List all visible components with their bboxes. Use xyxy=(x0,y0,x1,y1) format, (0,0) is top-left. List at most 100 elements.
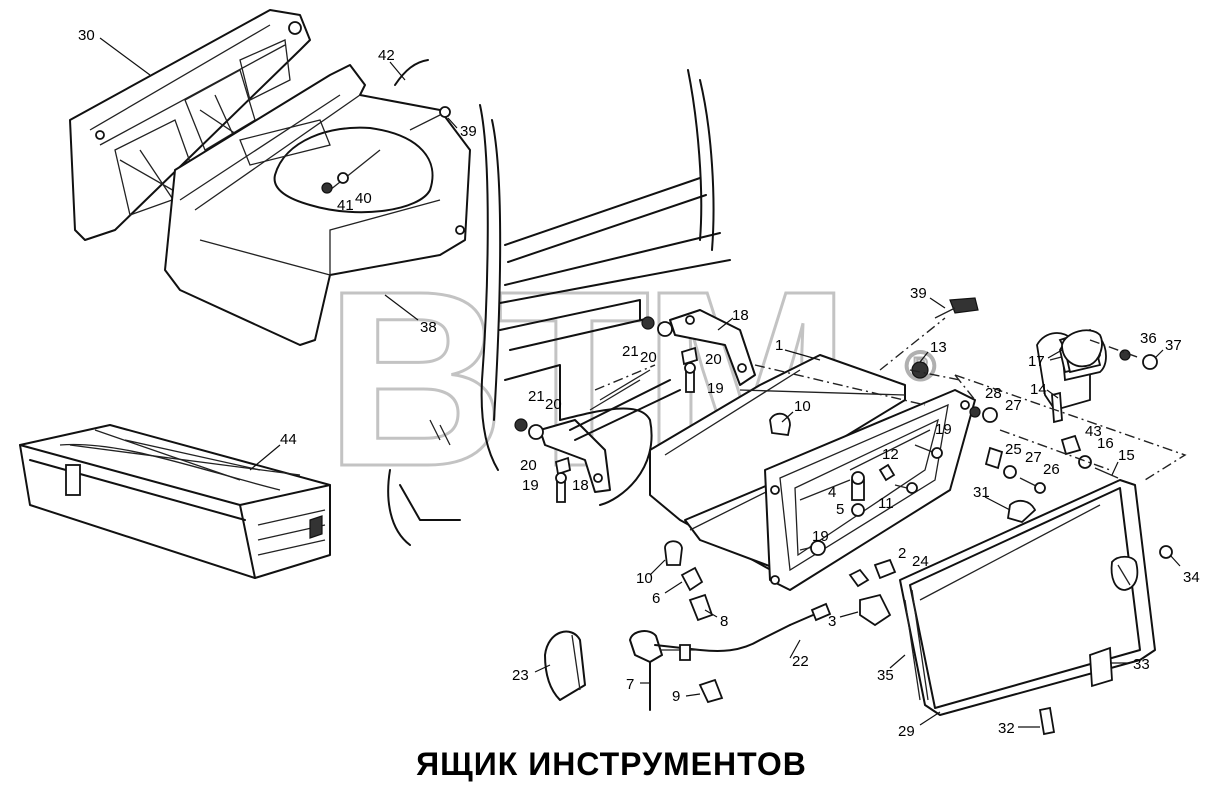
svg-text:32: 32 xyxy=(998,720,1015,737)
svg-text:2: 2 xyxy=(898,545,906,562)
part-29-door-panel xyxy=(899,479,1156,716)
svg-text:31: 31 xyxy=(973,484,990,501)
callout-30: 30 xyxy=(78,27,151,76)
callout-19a: 19 xyxy=(707,380,724,397)
callout-4: 4 xyxy=(828,484,836,501)
callout-41: 41 xyxy=(337,197,354,214)
washer-40 xyxy=(337,172,349,184)
callout-40: 40 xyxy=(355,190,372,207)
callout-23: 23 xyxy=(512,664,551,684)
svg-text:8: 8 xyxy=(720,613,728,630)
callout-2: 2 xyxy=(898,545,906,562)
callout-37: 37 xyxy=(1154,337,1182,359)
svg-text:23: 23 xyxy=(512,667,529,684)
part-42-hose xyxy=(394,59,429,86)
nut-41 xyxy=(321,182,333,194)
svg-text:36: 36 xyxy=(1140,330,1157,347)
svg-text:20: 20 xyxy=(545,396,562,413)
callout-3: 3 xyxy=(828,611,859,630)
callout-20b: 20 xyxy=(705,351,722,368)
svg-text:5: 5 xyxy=(836,501,844,518)
part-38-tray xyxy=(164,64,471,346)
svg-text:19: 19 xyxy=(707,380,724,397)
svg-text:24: 24 xyxy=(912,553,929,570)
svg-text:25: 25 xyxy=(1005,441,1022,458)
callout-10b: 10 xyxy=(636,559,666,587)
svg-text:9: 9 xyxy=(672,688,680,705)
callout-10a: 10 xyxy=(781,398,811,423)
watermark: BTM ® xyxy=(324,238,938,520)
callout-43: 43 xyxy=(1085,423,1102,440)
svg-text:29: 29 xyxy=(898,723,915,740)
svg-text:12: 12 xyxy=(882,446,899,463)
callout-27a: 27 xyxy=(1005,397,1022,414)
callout-32: 32 xyxy=(998,720,1040,737)
svg-text:26: 26 xyxy=(1043,461,1060,478)
assembly-axis-lines xyxy=(594,317,1187,481)
callout-19c: 19 xyxy=(522,477,539,494)
svg-text:42: 42 xyxy=(378,47,395,64)
callout-25: 25 xyxy=(1005,441,1022,458)
svg-text:18: 18 xyxy=(732,307,749,324)
callout-6: 6 xyxy=(652,581,683,607)
part-44-tool-chest xyxy=(19,424,331,579)
callout-5: 5 xyxy=(836,501,844,518)
callout-18a: 18 xyxy=(717,307,749,331)
bolt-39-top xyxy=(409,106,451,131)
svg-text:39: 39 xyxy=(460,123,477,140)
callout-16: 16 xyxy=(1097,435,1114,452)
svg-text:11: 11 xyxy=(878,495,894,512)
svg-text:22: 22 xyxy=(792,653,809,670)
svg-text:1: 1 xyxy=(775,337,783,354)
svg-text:10: 10 xyxy=(636,570,653,587)
callout-14: 14 xyxy=(1030,381,1059,399)
svg-text:41: 41 xyxy=(337,197,354,214)
svg-text:13: 13 xyxy=(930,339,947,356)
svg-text:27: 27 xyxy=(1005,397,1022,414)
svg-text:39: 39 xyxy=(910,285,927,302)
svg-text:27: 27 xyxy=(1025,449,1042,466)
diagram-caption: ЯЩИК ИНСТРУМЕНТОВ xyxy=(416,746,807,782)
svg-text:38: 38 xyxy=(420,319,437,336)
svg-text:16: 16 xyxy=(1097,435,1114,452)
callout-22: 22 xyxy=(789,639,809,670)
callouts: 30 42 39 40 41 38 44 39 18 1 13 17 36 37… xyxy=(78,27,1200,740)
callout-18b: 18 xyxy=(572,477,589,494)
callout-42: 42 xyxy=(378,47,406,81)
svg-text:18: 18 xyxy=(572,477,589,494)
callout-1: 1 xyxy=(775,337,821,361)
callout-31: 31 xyxy=(973,484,1011,511)
callout-9: 9 xyxy=(672,688,701,705)
svg-text:34: 34 xyxy=(1183,569,1200,586)
callout-28: 28 xyxy=(985,385,1002,402)
svg-text:35: 35 xyxy=(877,667,894,684)
svg-text:15: 15 xyxy=(1118,447,1135,464)
callout-39b: 39 xyxy=(910,285,946,309)
svg-text:33: 33 xyxy=(1133,656,1150,673)
svg-text:44: 44 xyxy=(280,431,297,448)
svg-text:20: 20 xyxy=(520,457,537,474)
callout-8: 8 xyxy=(704,609,728,630)
callout-19d: 19 xyxy=(812,528,829,545)
svg-text:10: 10 xyxy=(794,398,811,415)
svg-text:37: 37 xyxy=(1165,337,1182,354)
svg-text:30: 30 xyxy=(78,27,95,44)
svg-text:19: 19 xyxy=(935,421,952,438)
svg-text:43: 43 xyxy=(1085,423,1102,440)
callout-7: 7 xyxy=(626,676,650,693)
callout-24: 24 xyxy=(912,553,929,570)
callout-19b: 19 xyxy=(935,421,952,438)
callout-21a: 21 xyxy=(622,343,639,360)
svg-text:28: 28 xyxy=(985,385,1002,402)
callout-33: 33 xyxy=(1110,656,1150,673)
svg-text:19: 19 xyxy=(522,477,539,494)
callout-27b: 27 xyxy=(1025,449,1042,466)
door-frame-gasket xyxy=(764,389,976,591)
hardware-small-parts xyxy=(514,316,943,704)
svg-text:17: 17 xyxy=(1028,353,1045,370)
callout-20a: 20 xyxy=(640,349,657,366)
callout-44: 44 xyxy=(249,431,297,471)
callout-34: 34 xyxy=(1169,554,1200,586)
svg-text:40: 40 xyxy=(355,190,372,207)
